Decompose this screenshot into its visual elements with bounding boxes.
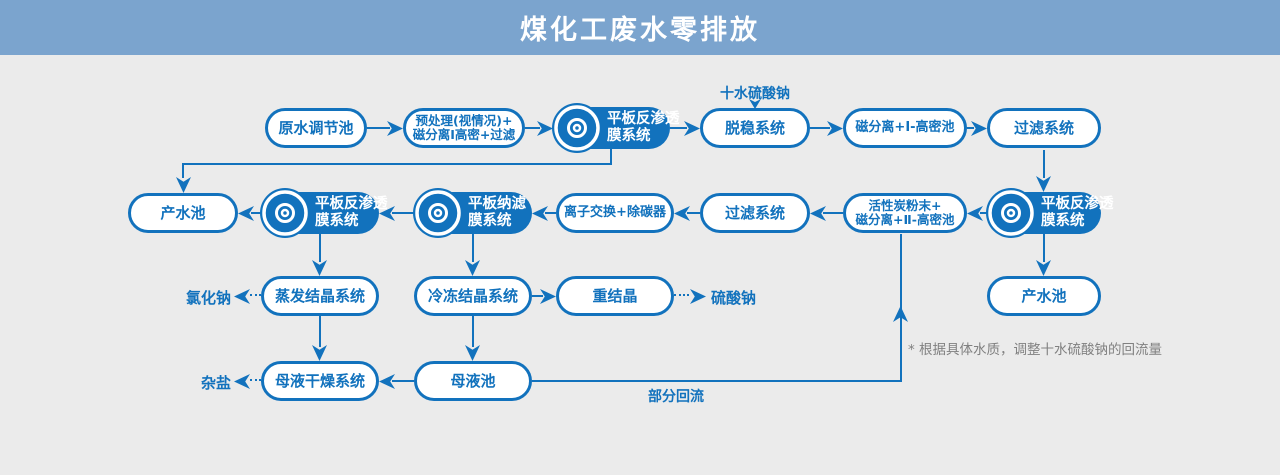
arrow-left-icon bbox=[234, 289, 250, 304]
node-mother-liquor-pool: 母液池 bbox=[414, 361, 532, 401]
node-flat-ro-membrane-3: 平板反渗透 膜系统 bbox=[986, 188, 1114, 238]
arrow-down-icon bbox=[1036, 176, 1051, 192]
connector-dotted bbox=[250, 379, 261, 381]
node-label: 磁分离+Ⅰ-高密池 bbox=[855, 119, 955, 135]
node-magsep-1-high-density-pool: 磁分离+Ⅰ-高密池 bbox=[843, 108, 967, 148]
connector bbox=[980, 212, 987, 214]
arrow-down-icon bbox=[1036, 260, 1051, 276]
connector bbox=[472, 316, 474, 347]
node-label: 母液干燥系统 bbox=[274, 371, 365, 390]
label-partial-reflux: 部分回流 bbox=[648, 389, 704, 405]
page-title: 煤化工废水零排放 bbox=[520, 15, 760, 46]
arrow-down-icon bbox=[465, 260, 480, 276]
arrow-down-icon bbox=[312, 260, 327, 276]
node-label: 过滤系统 bbox=[1013, 118, 1074, 137]
node-label: 磁分离Ⅰ高密+过滤 bbox=[412, 127, 516, 142]
connector bbox=[545, 212, 556, 214]
node-label: 预处理(视情况)+ bbox=[415, 113, 513, 128]
connector bbox=[525, 127, 540, 129]
node-recrystallization: 重结晶 bbox=[556, 276, 674, 316]
header-bar: 煤化工废水零排放 bbox=[0, 0, 1280, 55]
connector bbox=[532, 295, 543, 297]
node-label: 平板反渗透 膜系统 bbox=[607, 111, 680, 144]
connector-ro1-product bbox=[610, 149, 612, 164]
arrow-down-icon bbox=[465, 345, 480, 361]
connector bbox=[392, 380, 414, 382]
node-label: 离子交换+除碳器 bbox=[564, 204, 666, 220]
node-mother-liquor-dryer: 母液干燥系统 bbox=[261, 361, 379, 401]
node-flat-ro-membrane-1: 平板反渗透 膜系统 bbox=[552, 103, 680, 153]
node-label: 产水池 bbox=[1021, 286, 1067, 305]
connector bbox=[810, 127, 830, 129]
node-pretreatment: 预处理(视情况)+ 磁分离Ⅰ高密+过滤 bbox=[403, 108, 525, 148]
node-filter-system-2: 过滤系统 bbox=[700, 193, 810, 233]
reflux-line bbox=[532, 380, 902, 382]
membrane-disc-icon bbox=[412, 187, 464, 239]
arrow-right-icon bbox=[690, 289, 706, 304]
node-label: 磁分离+Ⅱ-高密池 bbox=[855, 212, 955, 227]
node-ion-exchange-decarbonizer: 离子交换+除碳器 bbox=[556, 193, 674, 233]
connector bbox=[319, 234, 321, 262]
label-misc-salt: 杂盐 bbox=[201, 374, 232, 392]
node-label: 平板反渗透 膜系统 bbox=[1041, 196, 1114, 229]
node-evaporation-crystallization: 蒸发结晶系统 bbox=[261, 276, 379, 316]
node-activated-carbon-magsep-2: 活性炭粉末+ 磁分离+Ⅱ-高密池 bbox=[843, 193, 967, 233]
arrow-down-icon bbox=[749, 99, 761, 109]
node-label: 原水调节池 bbox=[278, 118, 354, 137]
connector bbox=[472, 234, 474, 262]
node-label: 冷冻结晶系统 bbox=[427, 286, 518, 305]
connector bbox=[670, 127, 687, 129]
connector bbox=[319, 316, 321, 347]
node-label: 产水池 bbox=[160, 203, 206, 222]
note-text: * 根据具体水质，调整十水硫酸钠的回流量 bbox=[908, 342, 1163, 358]
node-product-water-pool-2: 产水池 bbox=[987, 276, 1101, 316]
node-flat-ro-membrane-2: 平板反渗透 膜系统 bbox=[260, 188, 388, 238]
node-destabilization-system: 脱稳系统 bbox=[700, 108, 810, 148]
node-label: 母液池 bbox=[450, 371, 496, 390]
label-sodium-chloride: 氯化钠 bbox=[186, 289, 232, 307]
node-flat-nf-membrane: 平板纳滤 膜系统 bbox=[413, 188, 532, 238]
connector bbox=[687, 212, 700, 214]
node-label: 平板反渗透 膜系统 bbox=[315, 196, 388, 229]
node-product-water-pool-1: 产水池 bbox=[128, 193, 238, 233]
connector bbox=[392, 212, 414, 214]
arrow-down-icon bbox=[176, 177, 191, 193]
node-freeze-crystallization: 冷冻结晶系统 bbox=[414, 276, 532, 316]
node-filter-system-1: 过滤系统 bbox=[987, 108, 1101, 148]
arrow-down-icon bbox=[312, 345, 327, 361]
node-label: 活性炭粉末+ bbox=[868, 198, 942, 213]
connector bbox=[367, 127, 390, 129]
connector bbox=[1043, 234, 1045, 262]
connector-dotted bbox=[674, 294, 689, 296]
connector-ro1-product bbox=[182, 163, 612, 165]
connector-ro1-product bbox=[182, 163, 184, 178]
connector-dotted bbox=[250, 294, 261, 296]
node-label: 重结晶 bbox=[592, 286, 638, 305]
node-label: 平板纳滤 膜系统 bbox=[468, 196, 526, 229]
arrow-left-icon bbox=[234, 374, 250, 389]
connector bbox=[251, 212, 261, 214]
membrane-disc-icon bbox=[259, 187, 311, 239]
label-sodium-sulfate: 硫酸钠 bbox=[711, 289, 757, 307]
node-label: 脱稳系统 bbox=[724, 118, 785, 137]
connector bbox=[967, 127, 974, 129]
node-label: 过滤系统 bbox=[724, 203, 785, 222]
membrane-disc-icon bbox=[551, 102, 603, 154]
node-label: 蒸发结晶系统 bbox=[274, 286, 365, 305]
node-raw-water-pool: 原水调节池 bbox=[265, 108, 367, 148]
membrane-disc-icon bbox=[985, 187, 1037, 239]
label-sodium-sulfate-decahydrate: 十水硫酸钠 bbox=[720, 86, 790, 102]
connector bbox=[1043, 150, 1045, 178]
connector bbox=[823, 212, 843, 214]
